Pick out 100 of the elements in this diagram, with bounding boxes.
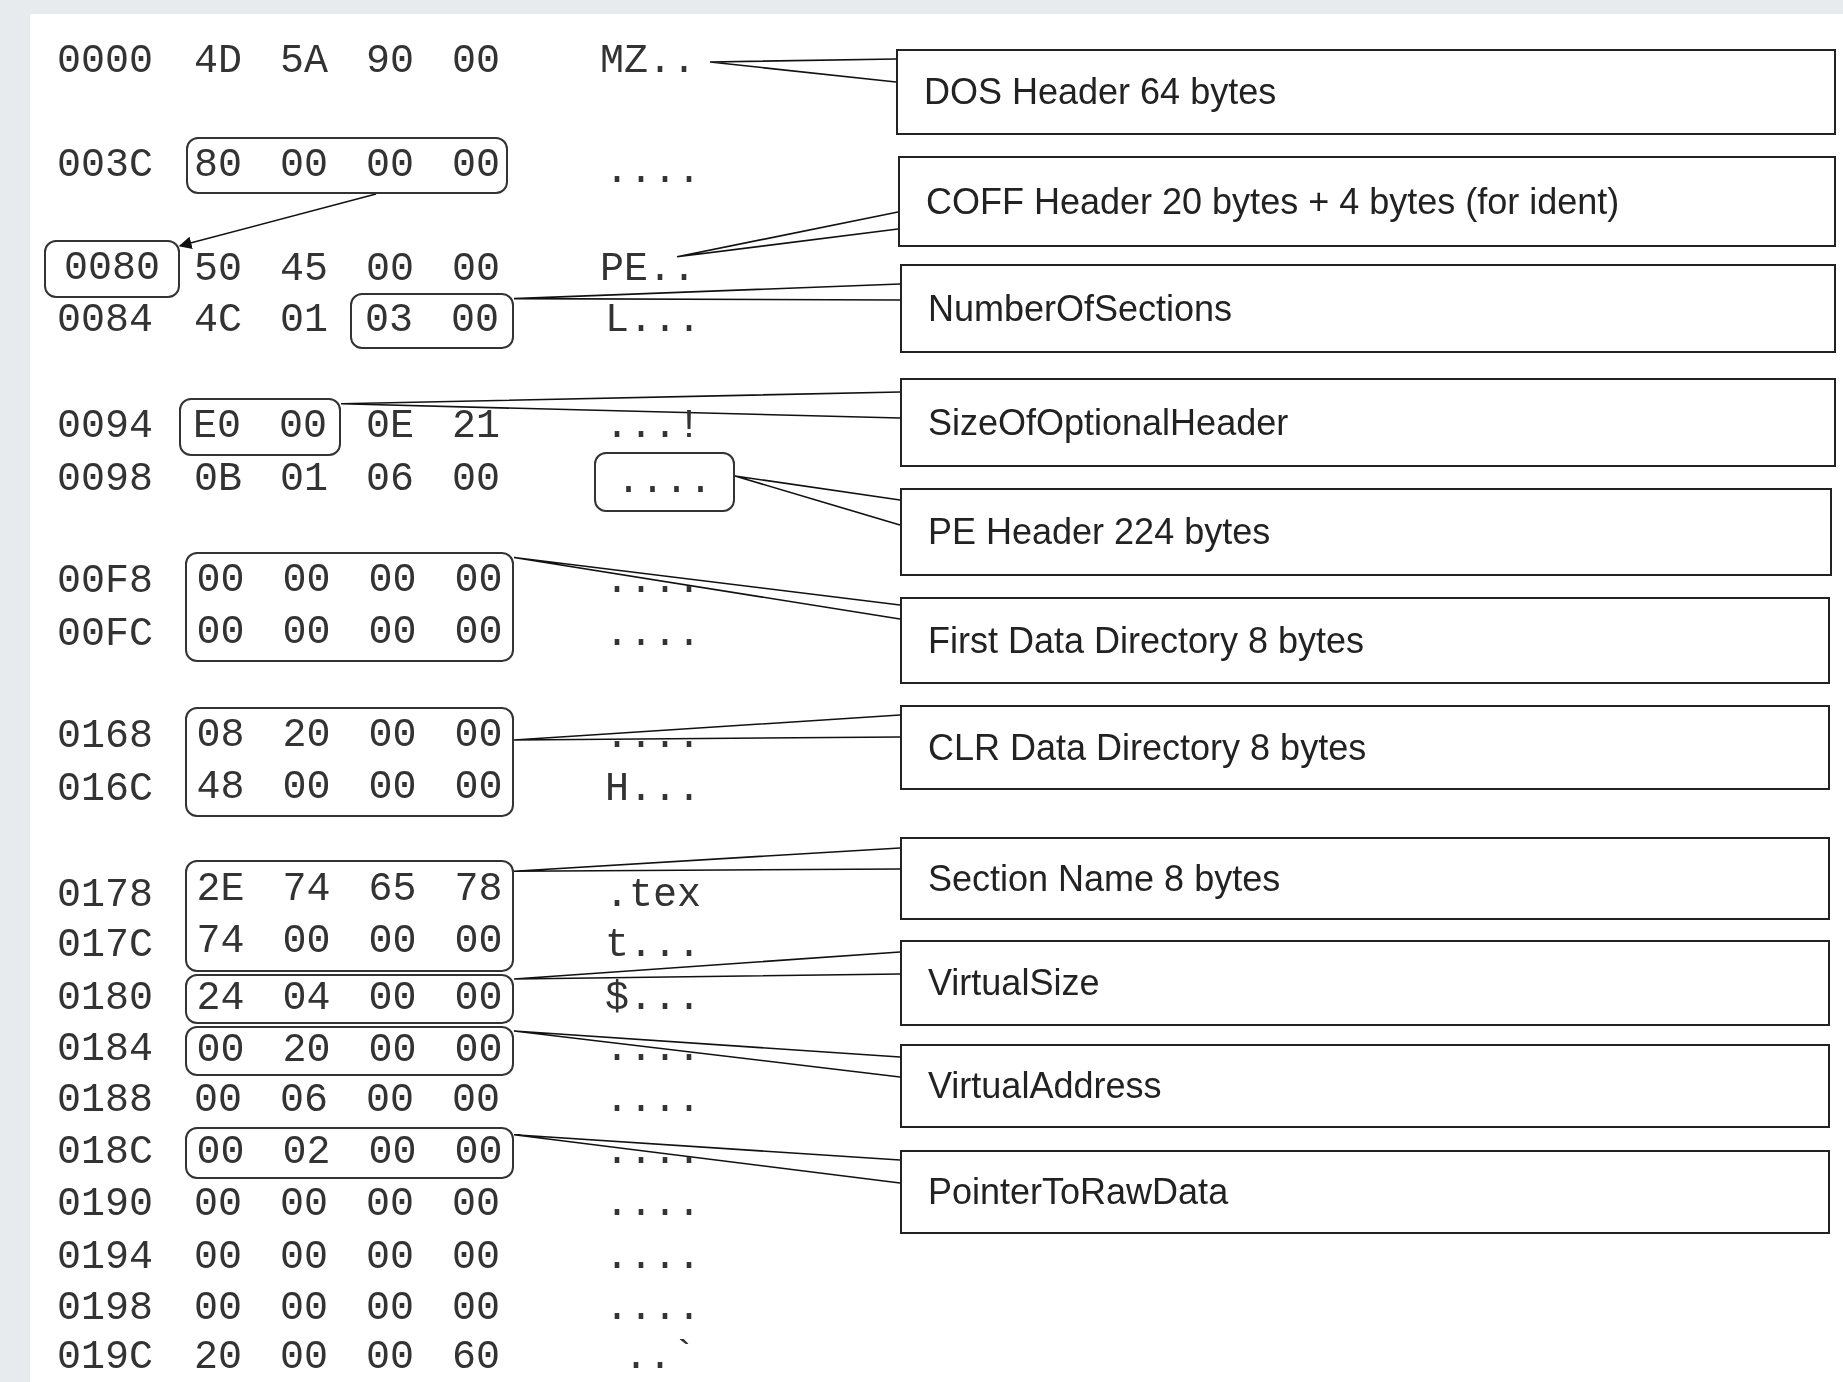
hex-bytes: 08 20 00 00 xyxy=(196,712,503,760)
hex-bytes: 03 00 xyxy=(365,297,499,345)
callout-text: VirtualSize xyxy=(928,961,1101,1005)
callout-text: Section Name 8 bytes xyxy=(928,856,1282,901)
hex-bytes: 80 00 00 00 xyxy=(193,141,500,190)
hex-bytes: 00 00 00 00 xyxy=(196,609,503,657)
callout-box xyxy=(898,156,1836,247)
callout-pointer xyxy=(513,556,901,620)
callout-box xyxy=(900,940,1830,1026)
ascii-text: MZ.. xyxy=(600,40,710,84)
callout-box xyxy=(900,378,1836,467)
ascii-text: .tex xyxy=(605,874,701,918)
hex-address: 00FC xyxy=(57,613,153,657)
callout-pointer xyxy=(513,714,901,741)
ascii-text: H... xyxy=(605,768,701,812)
arrow xyxy=(178,193,377,250)
hex-bytes: 00 00 00 00 xyxy=(196,557,503,605)
byte-group-box xyxy=(186,137,508,194)
callout-pointer xyxy=(340,391,901,419)
ascii-text: .... xyxy=(605,715,701,759)
callout-box xyxy=(900,1150,1830,1234)
hex-address: 0178 xyxy=(57,874,153,918)
hex-address: 0180 xyxy=(57,977,153,1021)
callout-box xyxy=(900,1044,1830,1128)
hex-bytes: 00 06 00 00 xyxy=(194,1079,501,1123)
hex-address: 0190 xyxy=(57,1183,153,1227)
callout-text: PE Header 224 bytes xyxy=(928,510,1272,554)
callout-box xyxy=(900,837,1830,920)
hex-bytes: E0 00 xyxy=(193,403,327,451)
hex-bytes: .... xyxy=(616,458,713,506)
byte-group-box xyxy=(179,398,341,456)
hex-address: 019C xyxy=(57,1336,153,1380)
ascii-text: .... xyxy=(605,1236,701,1280)
hex-bytes: 20 00 00 60 xyxy=(194,1336,501,1380)
hex-bytes: 00 00 00 00 xyxy=(194,1287,501,1331)
callout-text: First Data Directory 8 bytes xyxy=(928,618,1366,663)
hex-address: 017C xyxy=(57,924,153,968)
hex-bytes: 4D 5A 90 00 xyxy=(194,40,501,84)
byte-group-box xyxy=(185,552,514,662)
hex-address: 00F8 xyxy=(57,560,153,604)
hex-address: 0084 xyxy=(57,299,153,343)
callout-text: CLR Data Directory 8 bytes xyxy=(928,725,1368,770)
ascii-text: .... xyxy=(605,1287,701,1331)
hex-bytes: 48 00 00 00 xyxy=(196,764,503,812)
hex-bytes: 0B 01 06 00 xyxy=(194,458,501,502)
callout-box xyxy=(900,488,1832,576)
hex-bytes: 0080 xyxy=(64,245,160,293)
ascii-text: .... xyxy=(605,1028,701,1072)
callout-pointer xyxy=(513,1030,901,1078)
byte-group-box xyxy=(185,707,514,817)
ascii-text: PE.. xyxy=(600,248,710,292)
byte-group-box xyxy=(350,293,514,349)
callout-box xyxy=(900,264,1836,353)
hex-address: 018C xyxy=(57,1131,153,1175)
hex-bytes: 00 00 00 00 xyxy=(194,1183,501,1227)
hex-address: 0098 xyxy=(57,458,153,502)
callout-box xyxy=(900,705,1830,790)
hex-bytes: 0E 21 xyxy=(366,405,501,449)
callout-text: DOS Header 64 bytes xyxy=(924,70,1278,114)
ascii-text: .... xyxy=(605,560,701,604)
callout-pointer xyxy=(734,475,901,526)
hex-bytes: 00 02 00 00 xyxy=(196,1129,503,1177)
ascii-text: .... xyxy=(605,1079,701,1123)
ascii-text: ...! xyxy=(605,405,701,449)
callout-text: COFF Header 20 bytes + 4 bytes (for ident) xyxy=(926,179,1621,224)
byte-group-box xyxy=(185,860,514,972)
hex-bytes: 24 04 00 00 xyxy=(196,975,503,1023)
ascii-text: .... xyxy=(605,1183,701,1227)
hex-address: 016C xyxy=(57,768,153,812)
callout-pointer xyxy=(676,211,899,258)
hex-bytes: 00 00 00 00 xyxy=(194,1236,501,1280)
ascii-text: ..` xyxy=(624,1336,696,1380)
hex-bytes: 00 20 00 00 xyxy=(196,1027,503,1075)
ascii-text: $... xyxy=(605,977,701,1021)
ascii-text: t... xyxy=(605,924,701,968)
hex-bytes: 4C 01 xyxy=(194,299,329,343)
ascii-text: .... xyxy=(605,150,701,194)
callout-text: NumberOfSections xyxy=(928,286,1234,331)
hex-address: 0168 xyxy=(57,715,153,759)
hex-address: 003C xyxy=(57,144,153,188)
hex-address: 0094 xyxy=(57,405,153,449)
ascii-text: L... xyxy=(605,299,701,343)
callout-box xyxy=(896,49,1836,135)
callout-pointer xyxy=(513,847,901,872)
hex-address: 0198 xyxy=(57,1287,153,1331)
hex-bytes: 74 00 00 00 xyxy=(196,918,503,966)
hex-address: 0184 xyxy=(57,1028,153,1072)
callout-pointer xyxy=(513,283,901,301)
hex-bytes: 2E 74 65 78 xyxy=(196,866,503,914)
ascii-text: .... xyxy=(605,1131,701,1175)
callout-box xyxy=(900,597,1830,684)
callout-pointer xyxy=(513,1134,901,1184)
callout-text: VirtualAddress xyxy=(928,1064,1163,1108)
callout-pointer xyxy=(513,951,901,980)
hex-address: 0188 xyxy=(57,1079,153,1123)
callout-pointer xyxy=(709,58,897,83)
ascii-text: .... xyxy=(605,613,701,657)
byte-group-box xyxy=(44,240,180,298)
byte-group-box xyxy=(594,452,735,512)
callout-text: SizeOfOptionalHeader xyxy=(928,400,1290,445)
